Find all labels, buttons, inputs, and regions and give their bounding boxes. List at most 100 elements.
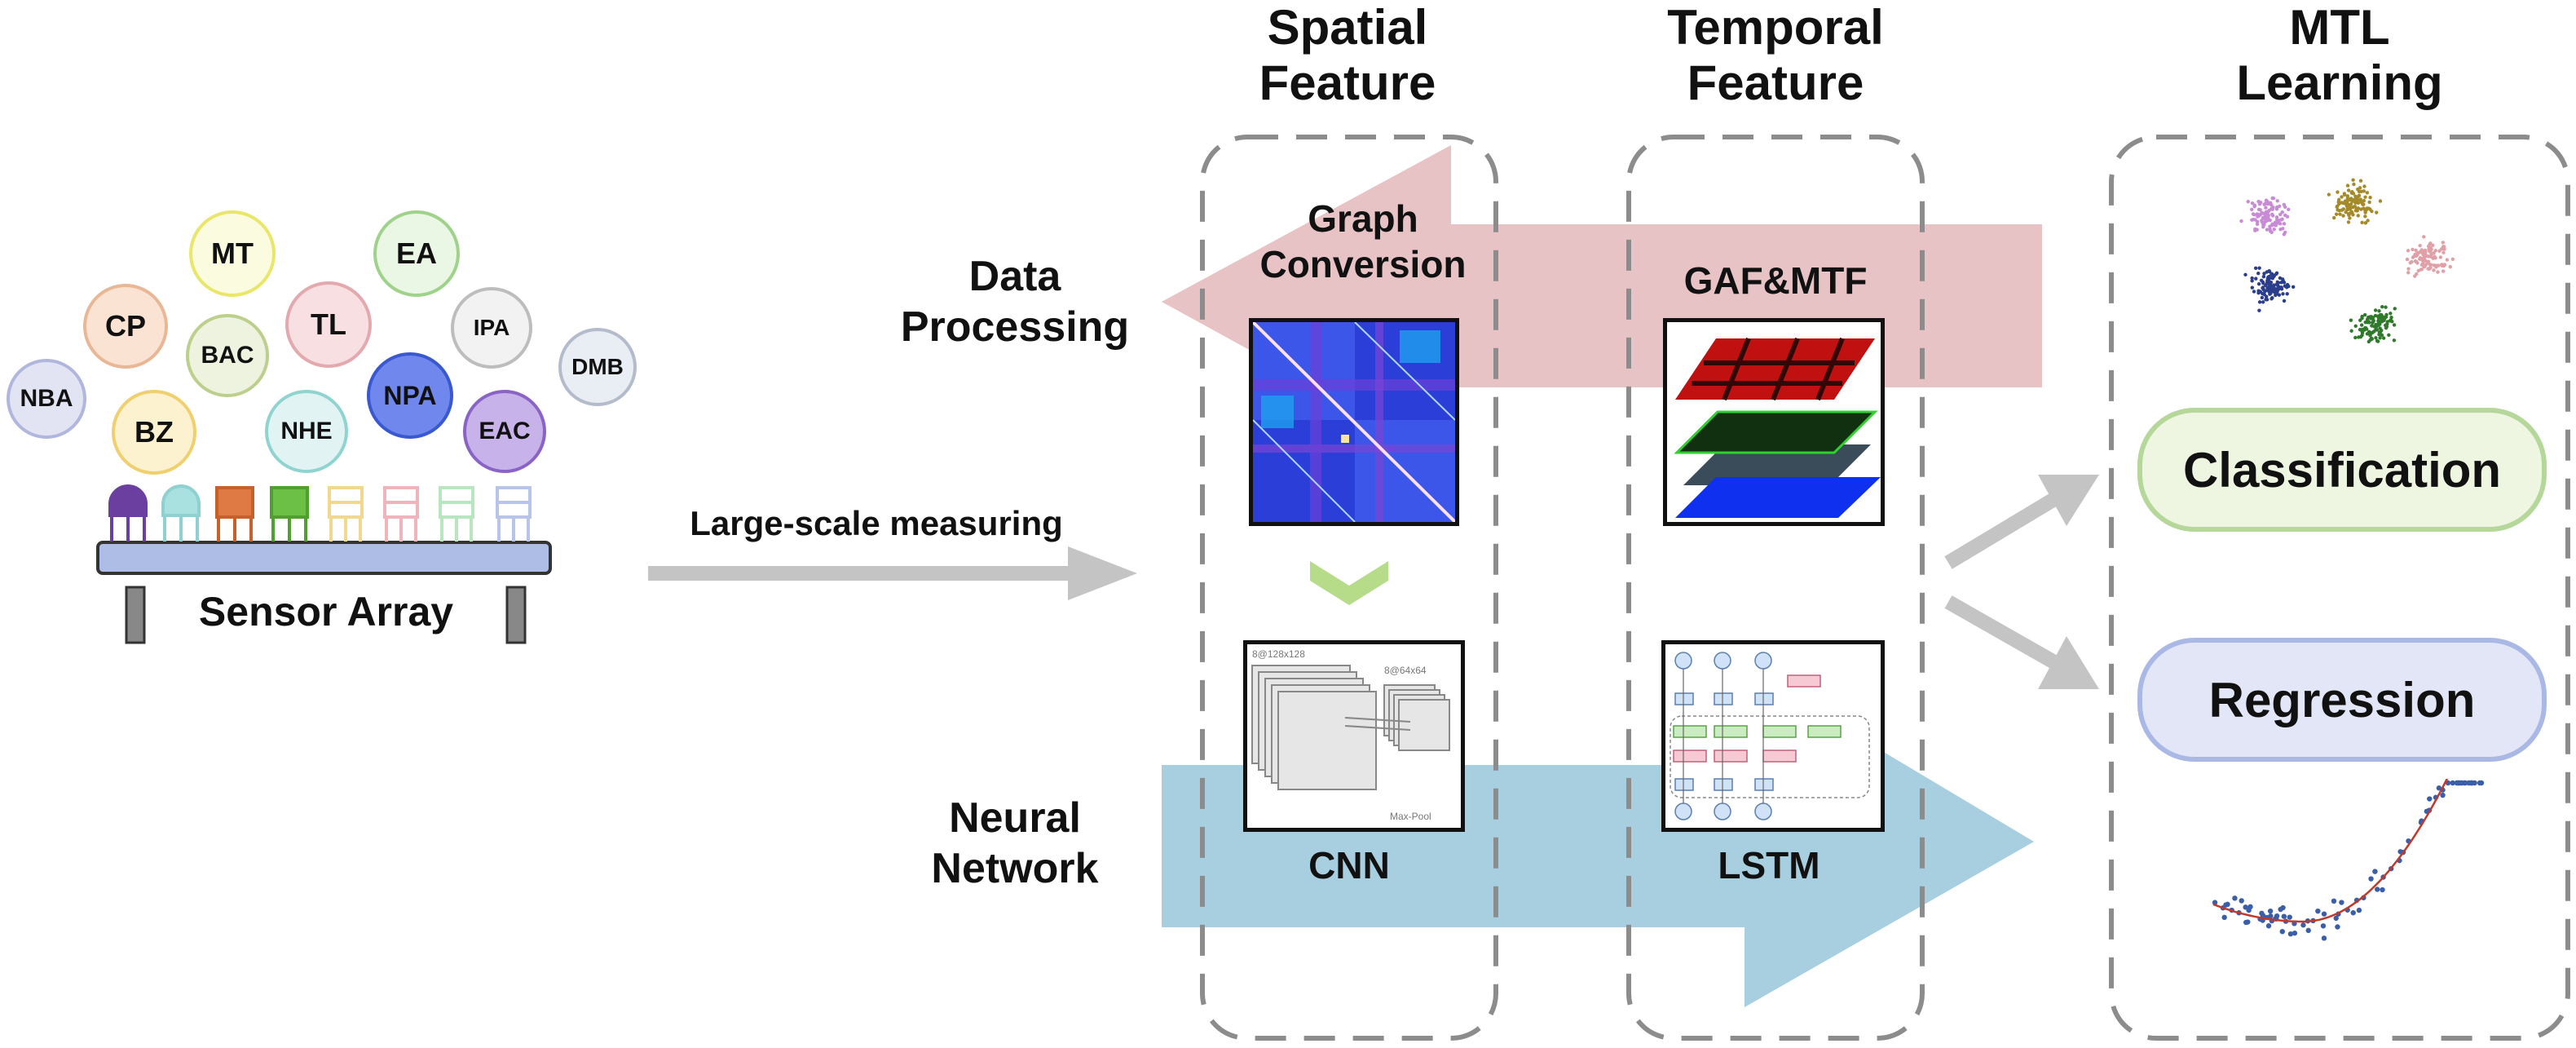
gas-circle-mt: MT [189,210,276,297]
cluster-point [2408,261,2412,265]
cnn-image: 8@128x128 8@64x64 Max-Pool [1243,640,1465,832]
classification-task: Classification [2137,408,2547,532]
cluster-point [2432,268,2436,272]
cluster-point [2346,220,2351,224]
regression-point [2287,931,2294,937]
cluster-point [2267,268,2271,273]
cluster-point [2264,215,2268,220]
graph-conversion-line1: Graph [1308,197,1418,240]
cluster-point [2250,201,2255,206]
cluster-point [2264,206,2268,210]
cluster-point [2349,197,2353,201]
cluster-point [2265,298,2269,302]
cluster-point [2359,200,2364,205]
regression-point [2321,911,2327,917]
cluster-point [2356,206,2361,210]
regression-point [2279,928,2285,935]
to-regression-arrow [1944,595,2058,669]
cluster-point [2353,201,2358,206]
cluster-point [2280,277,2285,281]
cluster-point [2277,293,2282,297]
cluster-point [2438,255,2443,259]
cluster-point [2360,220,2364,225]
cluster-point [2356,201,2361,206]
cluster-point [2331,215,2336,220]
regression-point [2245,919,2251,925]
regression-point [2239,898,2244,904]
cluster-point [2349,329,2353,333]
cluster-point [2256,207,2261,212]
regression-point [2375,887,2380,892]
cluster-point [2348,216,2352,220]
cluster-point [2336,208,2340,212]
graph-conversion-line2: Conversion [1259,243,1467,285]
cluster-point [2250,218,2254,222]
to-regression-arrowhead [2038,636,2099,689]
cluster-point [2356,214,2360,218]
cluster-point [2362,312,2367,317]
cluster-point [2365,320,2370,325]
cluster-point [2353,324,2358,329]
data-processing-label: Data Processing [901,251,1129,352]
cluster-point [2274,272,2278,276]
cluster-point [2433,256,2437,260]
cluster-point [2358,334,2363,339]
regression-point [2440,792,2446,798]
cnn-pool-label: Max-Pool [1390,811,1431,822]
regression-point [2232,895,2238,901]
cluster-point [2287,207,2291,212]
cluster-point [2342,192,2347,197]
cluster-point [2360,331,2365,335]
gas-circle-ipa: IPA [451,287,532,369]
mtl-learning-box [2109,135,2570,1041]
cluster-point [2261,300,2265,304]
cluster-point [2352,182,2356,187]
cluster-point [2349,201,2353,206]
regression-point [2472,780,2477,786]
cluster-point [2384,305,2388,309]
stacked-layers-graphic [1667,322,1881,522]
cluster-point [2387,333,2391,338]
regression-point [2450,780,2455,786]
cluster-point [2340,201,2344,205]
cluster-point [2430,251,2434,256]
cluster-point [2406,267,2411,271]
cluster-point [2389,312,2393,316]
cluster-point [2269,291,2273,295]
cluster-point [2243,272,2247,277]
cluster-point [2256,212,2261,217]
cluster-point [2378,199,2383,203]
gas-circle-nhe: NHE [265,390,348,473]
regression-point [2259,910,2265,917]
cluster-point [2412,254,2416,259]
cluster-point [2291,285,2296,289]
cluster-point [2356,187,2360,192]
cluster-point [2349,318,2353,322]
cluster-point [2429,247,2433,251]
regression-point [2478,780,2485,786]
cluster-point [2270,207,2274,211]
down-chevron-icon [1310,561,1388,605]
cluster-point [2345,184,2350,188]
neural-network-line2: Network [931,845,1099,892]
cluster-point [2371,318,2375,323]
temporal-header-line2: Feature [1687,55,1864,110]
data-processing-line2: Processing [900,303,1130,351]
cluster-point [2374,336,2378,340]
cluster-point [2335,205,2339,209]
cluster-point [2419,268,2423,272]
cluster-point [2261,285,2265,290]
cluster-point [2428,265,2433,270]
cluster-point [2378,336,2382,340]
cluster-point [2366,219,2370,223]
cluster-point [2261,280,2265,285]
cluster-point [2371,330,2375,335]
cnn-architecture-graphic: 8@128x128 8@64x64 Max-Pool [1251,648,1450,822]
cluster-point [2370,209,2374,214]
cluster-point [2352,205,2357,209]
cnn-layer1-label: 8@128x128 [1252,648,1305,660]
cluster-point [2251,212,2256,216]
regression-point [2372,869,2378,874]
cluster-point [2367,200,2371,205]
cluster-point [2425,254,2429,259]
